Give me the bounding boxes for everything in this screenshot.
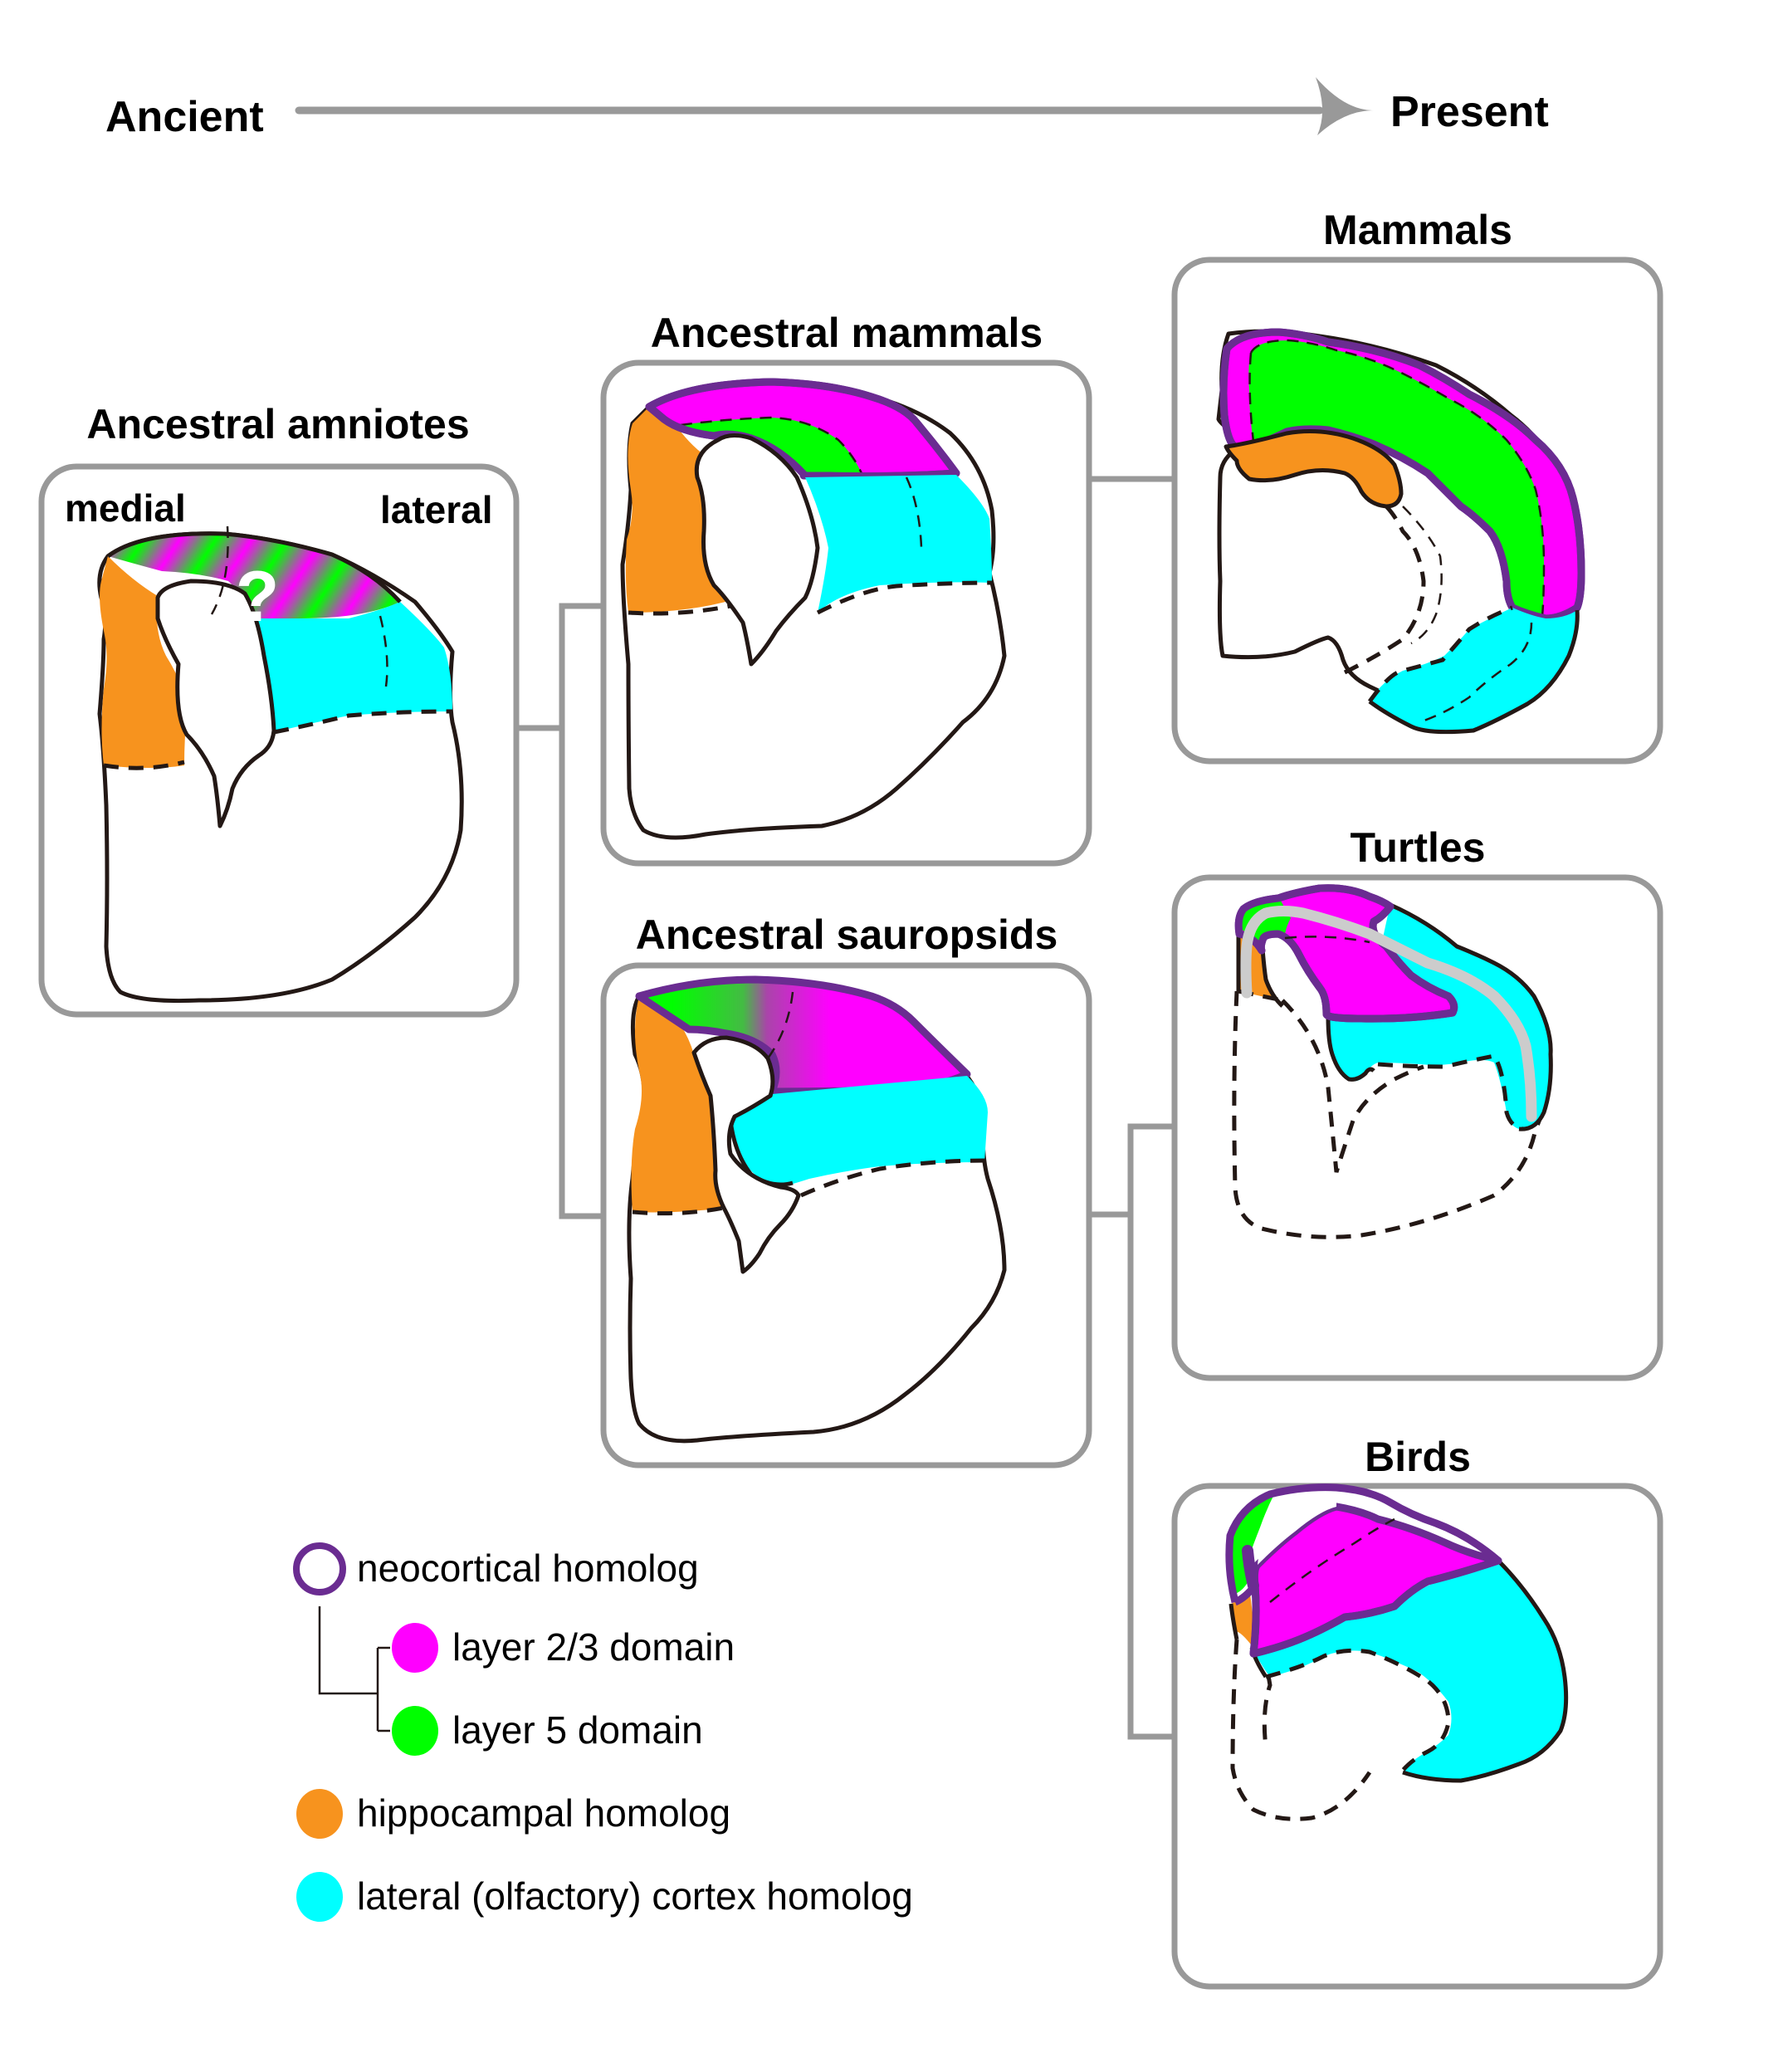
region-lateral-cortex: [251, 602, 452, 732]
lateral-outer-edge: [1402, 1559, 1569, 1783]
panel-ancestral-mammals: Ancestral mammals: [600, 310, 1092, 867]
boundary-dashed: [632, 1205, 725, 1216]
panel-turtles: Turtles: [1171, 824, 1663, 1381]
legend-swatch-neocortical: [293, 1542, 346, 1596]
boundary-dashed-thin: [680, 416, 865, 478]
tree-connectors: [516, 476, 1175, 1740]
panel-ancestral-sauropsids: Ancestral sauropsids: [600, 911, 1092, 1468]
boundary-dashed-thin: [766, 991, 794, 1059]
boundary-dashed-thin: [210, 525, 229, 615]
boundary-dashed: [1377, 1053, 1524, 1131]
boundary-dashed: [816, 580, 993, 615]
boundary-dashed: [799, 1158, 987, 1198]
unknown-question-mark: ?: [236, 557, 280, 637]
region-hippocampal: [631, 996, 728, 1213]
gray-band-marker: [1240, 906, 1537, 1122]
boundary-dashed-thin: [1269, 1517, 1395, 1603]
neocortex-outline: [1234, 884, 1458, 1023]
lateral-lower-edge: [1326, 1016, 1375, 1082]
legend-tree-lines: [318, 1606, 390, 1732]
legend-label-layer23: layer 2/3 domain: [452, 1625, 735, 1669]
boundary-dashed: [628, 604, 731, 616]
ventricle-outline: [694, 433, 820, 667]
panel-birds: Birds: [1171, 1434, 1663, 1990]
boundary-dashed-thin: [1419, 622, 1533, 724]
boundary-dashed: [273, 709, 453, 735]
panel-title: Turtles: [1351, 824, 1486, 871]
region-lateral-cortex: [1252, 1561, 1566, 1781]
panel-title: Ancestral mammals: [651, 310, 1043, 356]
medial-label: medial: [65, 486, 186, 530]
panel-title: Mammals: [1323, 207, 1512, 253]
brain-top-edge: [106, 531, 402, 604]
ventricle-outline: [691, 1035, 801, 1274]
boundary-dashed: [1230, 1639, 1372, 1821]
region-lateral-cortex: [1370, 608, 1578, 732]
lateral-label: lateral: [380, 488, 493, 531]
timeline-start-label: Ancient: [105, 93, 264, 141]
boundary-dashed-thin: [905, 476, 923, 549]
legend-swatch-layer5: [392, 1706, 438, 1756]
boundary-dashed: [103, 760, 185, 770]
region-layer5: [1231, 1494, 1274, 1594]
panel-title: Birds: [1365, 1434, 1471, 1480]
boundary-dashed-thin: [1249, 339, 1546, 617]
panel-ancestral-amniotes: Ancestral amniotes medial lateral ?: [38, 401, 520, 1018]
legend-label-hippocampal: hippocampal homolog: [357, 1791, 730, 1835]
region-unlabeled: [1258, 1493, 1336, 1565]
region-lateral-cortex: [730, 1076, 988, 1187]
boundary-dashed: [1232, 990, 1544, 1239]
legend-label-layer5: layer 5 domain: [452, 1708, 703, 1752]
boundary-dashed-thin: [379, 615, 388, 687]
boundary-dashed-thin: [1284, 936, 1370, 944]
lateral-outer-edge: [1389, 902, 1553, 1131]
connector-sauropsids-branch: [1089, 1123, 1175, 1740]
timeline-end-label: Present: [1390, 88, 1549, 136]
legend: neocortical homolog layer 2/3 domain lay…: [293, 1542, 913, 1922]
connector-amniotes-branch: [516, 603, 603, 1219]
boundary-dashed: [1265, 1648, 1451, 1774]
boundary-dashed-thin: [1402, 506, 1443, 645]
region-hippocampal: [100, 556, 187, 768]
legend-label-neocortical: neocortical homolog: [357, 1547, 699, 1590]
legend-swatch-hippocampal: [296, 1789, 343, 1839]
region-neocortex-gradient: [639, 980, 967, 1092]
region-hippocampal: [1224, 429, 1404, 509]
panel-mammals: Mammals: [1171, 207, 1663, 765]
neocortex-outline: [1225, 1483, 1502, 1658]
region-layer5: [1248, 340, 1544, 616]
panel-title: Ancestral sauropsids: [636, 911, 1058, 958]
ventricle-outline: [155, 579, 276, 828]
panel-title: Ancestral amniotes: [86, 401, 469, 447]
region-lateral-cortex: [805, 475, 992, 613]
neocortex-divider: [1242, 1545, 1259, 1591]
boundary-dashed: [1343, 505, 1426, 675]
boundary-dashed: [1367, 605, 1513, 703]
legend-swatch-layer23: [392, 1623, 438, 1673]
boundary-dashed-thin: [1248, 352, 1255, 442]
timeline: Ancient Present: [105, 77, 1549, 141]
boundary-dashed: [1255, 1626, 1272, 1748]
legend-label-lateral: lateral (olfactory) cortex homolog: [357, 1874, 913, 1918]
lateral-outer-edge: [1368, 609, 1580, 735]
legend-swatch-lateral: [296, 1872, 343, 1922]
timeline-arrowhead-icon: [1316, 77, 1374, 135]
